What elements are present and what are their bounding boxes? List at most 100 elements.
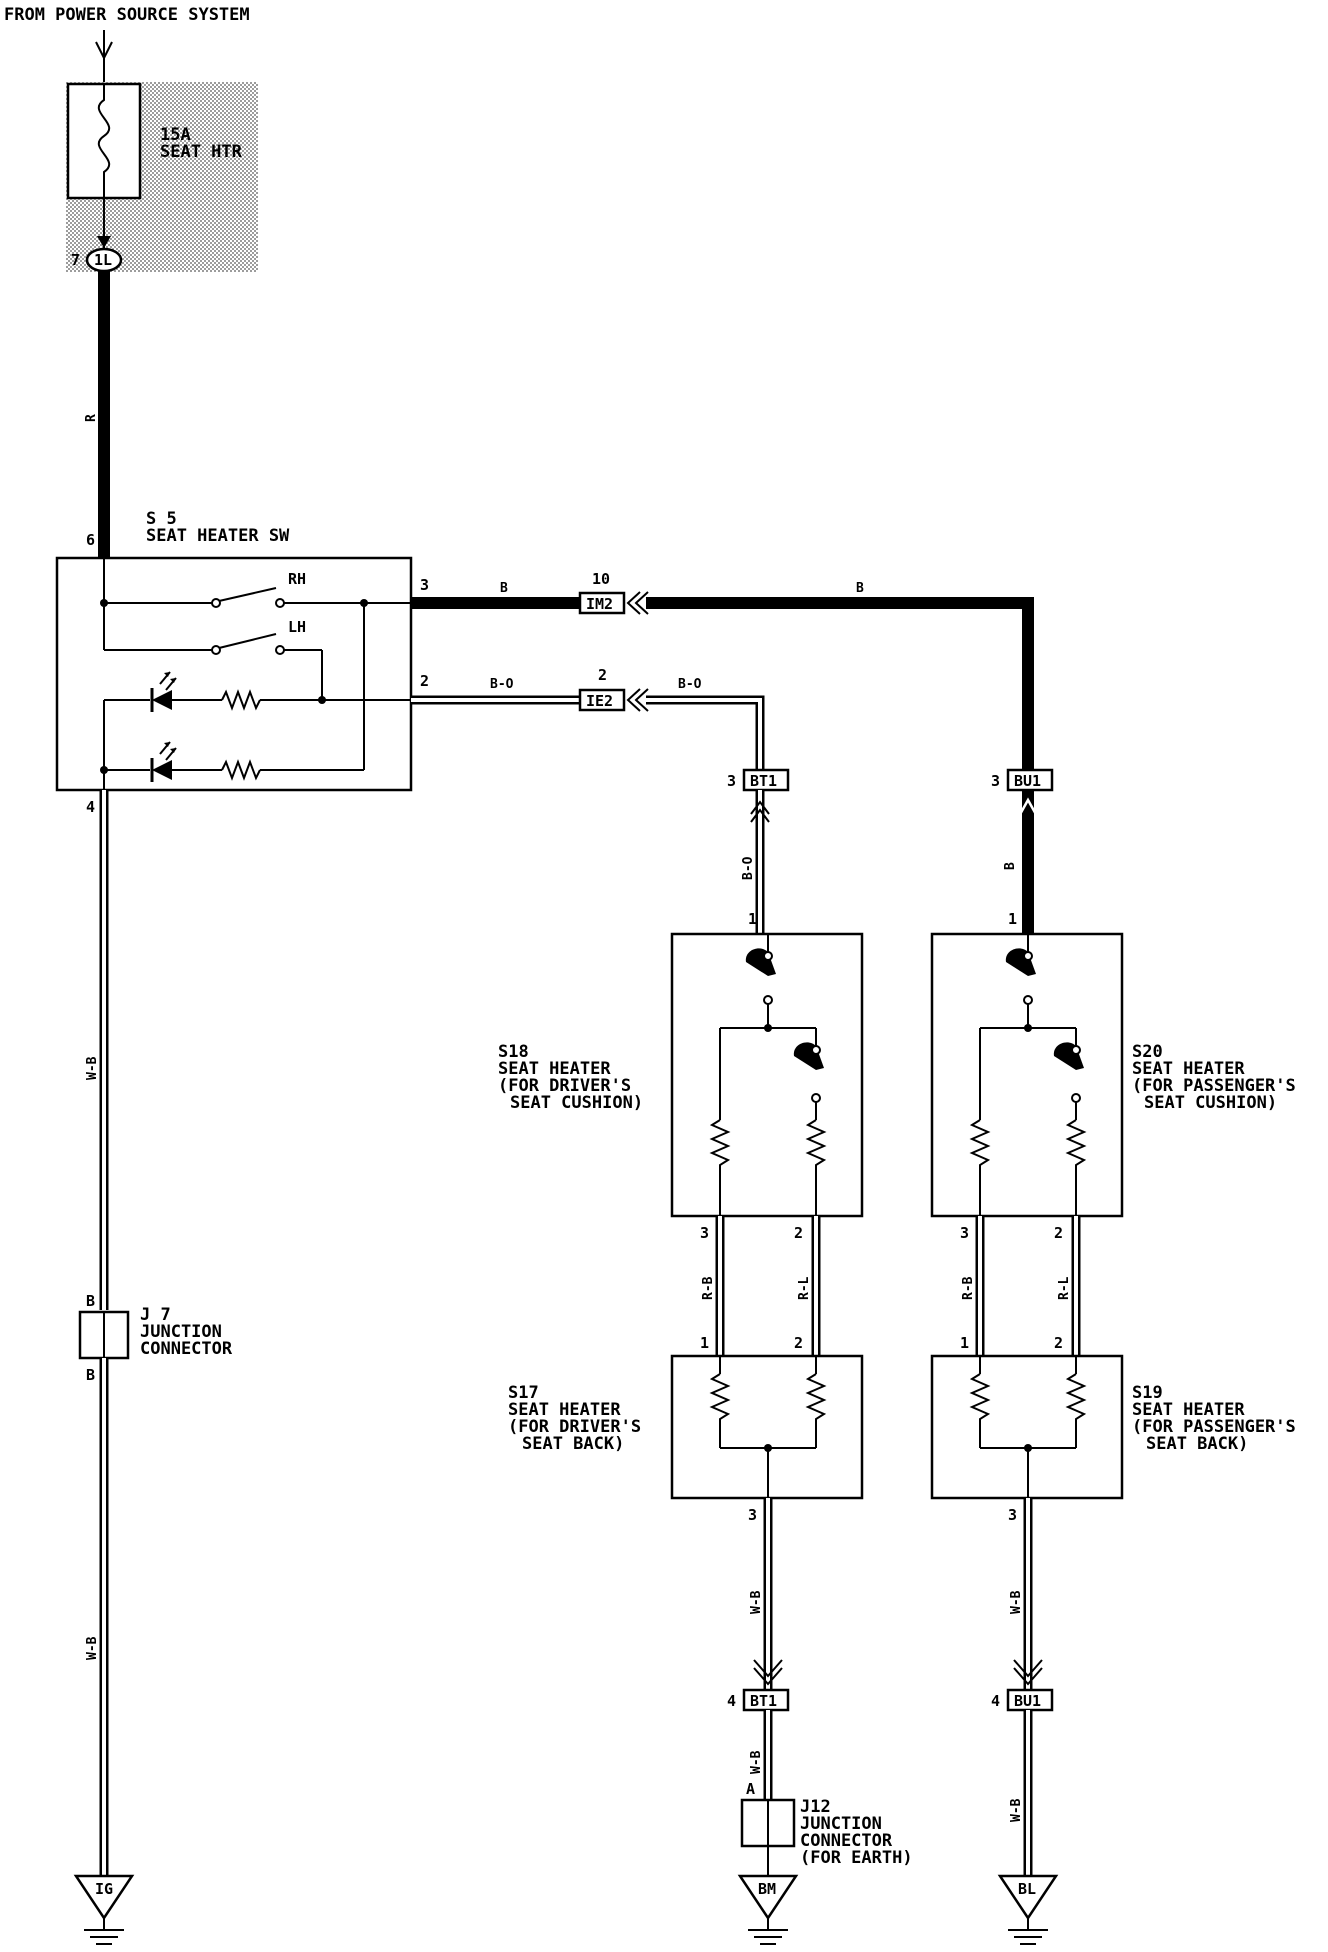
- wire-wb-driver-upper-label: W-B: [749, 1590, 764, 1614]
- s20-line1: SEAT HEATER: [1132, 1059, 1245, 1079]
- wire-bo-label-left: B-O: [490, 677, 514, 692]
- s17-pin1: 1: [700, 1334, 709, 1352]
- s18-line3: SEAT CUSHION): [510, 1093, 643, 1113]
- connector-1l-pin: 7: [71, 251, 80, 269]
- connector-bt1-bottom-id: BT1: [750, 1692, 777, 1710]
- wire-wb-passenger-upper-label: W-B: [1009, 1590, 1024, 1614]
- connector-1l-id: 1L: [94, 251, 112, 269]
- connector-1l: 1L: [85, 247, 123, 273]
- j7-line2: CONNECTOR: [140, 1339, 233, 1359]
- s19-internals: [969, 1356, 1087, 1498]
- s17-pin2: 2: [794, 1334, 803, 1352]
- seat-heater-s20: [930, 932, 1124, 1218]
- switch-pin-bo: 2: [420, 672, 429, 690]
- switch-pin-b: 3: [420, 576, 429, 594]
- j7-line1: JUNCTION: [140, 1322, 222, 1342]
- wire-wb-driver-lower-label: W-B: [749, 1750, 764, 1774]
- connector-bt1-top: [742, 768, 790, 792]
- s19-pin2: 2: [1054, 1334, 1063, 1352]
- s19-line1: SEAT HEATER: [1132, 1400, 1245, 1420]
- switch-rh-label: RH: [288, 570, 306, 588]
- fuse-name: SEAT HTR: [160, 142, 243, 162]
- j7-id: J 7: [140, 1305, 171, 1325]
- fuse-rating: 15A: [160, 125, 191, 145]
- j12-line3: (FOR EARTH): [800, 1848, 913, 1868]
- j12-pin: A: [746, 1780, 755, 1798]
- wire-bo: [411, 695, 765, 780]
- wire-b-s20-label: B: [1003, 862, 1018, 870]
- source-arrow: [95, 30, 113, 82]
- wire-bo-s18-label: B-O: [741, 856, 756, 880]
- ground-bl-label: BL: [1018, 1880, 1036, 1898]
- s20-id: S20: [1132, 1042, 1163, 1062]
- connector-bt1-top-id: BT1: [750, 772, 777, 790]
- connector-ie2: [578, 688, 649, 712]
- seat-heater-switch: [55, 556, 413, 792]
- wire-wb-switch-label: W-B: [85, 1056, 100, 1080]
- s17-line2: (FOR DRIVER'S: [508, 1417, 641, 1437]
- s20-internals: [969, 934, 1087, 1216]
- s19-line2: (FOR PASSENGER'S: [1132, 1417, 1296, 1437]
- j12-id: J12: [800, 1797, 831, 1817]
- ground-ig: [73, 1874, 135, 1945]
- connector-bu1-top-id: BU1: [1014, 772, 1041, 790]
- switch-pin-in: 6: [86, 531, 95, 549]
- ground-bm: [737, 1874, 799, 1945]
- fuse-15a: [66, 82, 142, 200]
- s17-line1: SEAT HEATER: [508, 1400, 621, 1420]
- s18-internals: [709, 934, 827, 1216]
- wire-wb-j7-label: W-B: [85, 1636, 100, 1660]
- j7-pin-top: B: [86, 1292, 95, 1310]
- s19-pin1: 1: [960, 1334, 969, 1352]
- s20-line3: SEAT CUSHION): [1144, 1093, 1277, 1113]
- s18-line2: (FOR DRIVER'S: [498, 1076, 631, 1096]
- s17-line3: SEAT BACK): [522, 1434, 624, 1454]
- connector-bt1-bottom-pin: 4: [727, 1692, 736, 1710]
- ground-bm-label: BM: [758, 1880, 776, 1898]
- s17-pin3: 3: [748, 1506, 757, 1524]
- ground-bl: [997, 1874, 1059, 1945]
- switch-name: SEAT HEATER SW: [146, 526, 290, 546]
- j12-line2: CONNECTOR: [800, 1831, 893, 1851]
- j12-line1: JUNCTION: [800, 1814, 882, 1834]
- s18-pin1: 1: [748, 910, 757, 928]
- s19-line3: SEAT BACK): [1146, 1434, 1248, 1454]
- s18-pin2: 2: [794, 1224, 803, 1242]
- j7-pin-bottom: B: [86, 1366, 95, 1384]
- s18-pin3: 3: [700, 1224, 709, 1242]
- wire-rb-driver-label: R-B: [701, 1276, 716, 1300]
- s20-pin2: 2: [1054, 1224, 1063, 1242]
- connector-im2-pin: 10: [592, 570, 610, 588]
- wire-rb-passenger-label: R-B: [961, 1276, 976, 1300]
- connector-bu1-bottom-pin: 4: [991, 1692, 1000, 1710]
- s18-id: S18: [498, 1042, 529, 1062]
- s18-line1: SEAT HEATER: [498, 1059, 611, 1079]
- connector-im2: [578, 591, 649, 615]
- s17-id: S17: [508, 1383, 539, 1403]
- connector-im2-id: IM2: [586, 595, 613, 613]
- connector-ie2-pin: 2: [598, 666, 607, 684]
- switch-id: S 5: [146, 509, 177, 529]
- connector-bu1-bottom-id: BU1: [1014, 1692, 1041, 1710]
- connector-ie2-id: IE2: [586, 692, 613, 710]
- wire-b-label-left: B: [500, 581, 508, 596]
- wire-b: [411, 597, 1034, 790]
- s20-pin3: 3: [960, 1224, 969, 1242]
- wire-rl-driver-label: R-L: [797, 1276, 812, 1300]
- wire-wb-passenger-lower-label: W-B: [1009, 1798, 1024, 1822]
- connector-bu1-top-pin: 3: [991, 772, 1000, 790]
- switch-lh-label: LH: [288, 618, 306, 636]
- wire-b-label-right: B: [856, 581, 864, 596]
- fuse-arrow: [97, 236, 111, 248]
- switch-internals: [100, 558, 411, 790]
- s19-pin3: 3: [1008, 1506, 1017, 1524]
- switch-pin-gnd: 4: [86, 798, 95, 816]
- power-source-label: FROM POWER SOURCE SYSTEM: [4, 5, 250, 25]
- wire-bo-label-right: B-O: [678, 677, 702, 692]
- s17-internals: [709, 1356, 827, 1498]
- s20-line2: (FOR PASSENGER'S: [1132, 1076, 1296, 1096]
- connector-bt1-top-pin: 3: [727, 772, 736, 790]
- ground-ig-label: IG: [95, 1880, 113, 1898]
- seat-heater-s18: [670, 932, 864, 1218]
